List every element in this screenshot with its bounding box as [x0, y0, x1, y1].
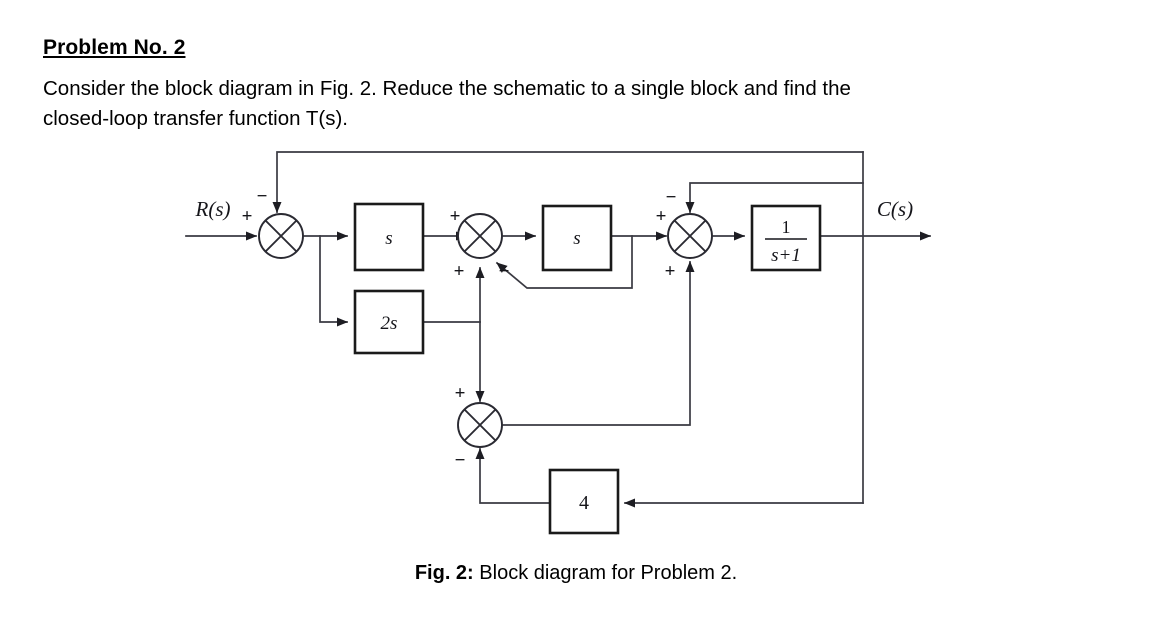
sum-2-sign-left: +	[450, 206, 461, 227]
figure-caption-text: Block diagram for Problem 2.	[479, 562, 738, 584]
output-label-cs: C(s)	[877, 197, 913, 221]
block-lag-numerator: 1	[782, 217, 791, 237]
sum-2-sign-bottom-right: −	[499, 261, 510, 282]
problem-statement-line-1: Consider the block diagram in Fig. 2. Re…	[43, 77, 851, 100]
block-diagram: + − + + − + − + + − s	[185, 151, 931, 535]
sum-1-sign-left: +	[242, 206, 253, 227]
sum-3-sign-top: −	[666, 187, 677, 208]
sum-3-sign-bottom: +	[665, 261, 676, 282]
sum-4-sign-bottom: −	[455, 450, 466, 471]
sum-3	[667, 213, 713, 259]
sum-2	[457, 213, 503, 259]
wire-inner-feedback-to-sum3	[685, 182, 864, 213]
sum-1-sign-top: −	[257, 186, 268, 207]
block-gain4-label: 4	[579, 492, 589, 514]
problem-title: Problem No. 2	[43, 36, 186, 59]
problem-statement-line-2: closed-loop transfer function T(s).	[43, 107, 348, 130]
block-2s: 2s	[353, 289, 425, 355]
figure-caption-prefix: Fig. 2:	[414, 562, 474, 584]
block-s1: s	[353, 202, 425, 272]
wire-branch-to-2s	[319, 235, 348, 327]
block-s2: s	[541, 204, 613, 272]
sum-4-sign-top: +	[455, 383, 466, 404]
block-gain4: 4	[548, 468, 620, 535]
input-label-rs: R(s)	[195, 197, 231, 221]
block-s1-label: s	[385, 228, 392, 249]
block-2s-label: 2s	[381, 313, 398, 334]
block-lag: 1 s+1	[750, 204, 822, 272]
wire-gain4-to-sum4	[475, 448, 551, 504]
block-s2-label: s	[573, 228, 580, 249]
sum-3-sign-left: +	[656, 206, 667, 227]
wire-s2-feedback-to-sum2	[495, 235, 633, 289]
block-lag-denominator: s+1	[771, 245, 801, 266]
sum-4	[457, 402, 503, 448]
figure-caption: Fig. 2: Block diagram for Problem 2.	[0, 562, 1152, 585]
wire-outer-feedback-to-sum1	[272, 151, 864, 213]
sum-2-sign-bottom-left: +	[454, 261, 465, 282]
wire-sum4-to-sum3	[501, 261, 695, 426]
problem-statement: Consider the block diagram in Fig. 2. Re…	[43, 74, 1133, 134]
sum-1	[258, 213, 304, 259]
